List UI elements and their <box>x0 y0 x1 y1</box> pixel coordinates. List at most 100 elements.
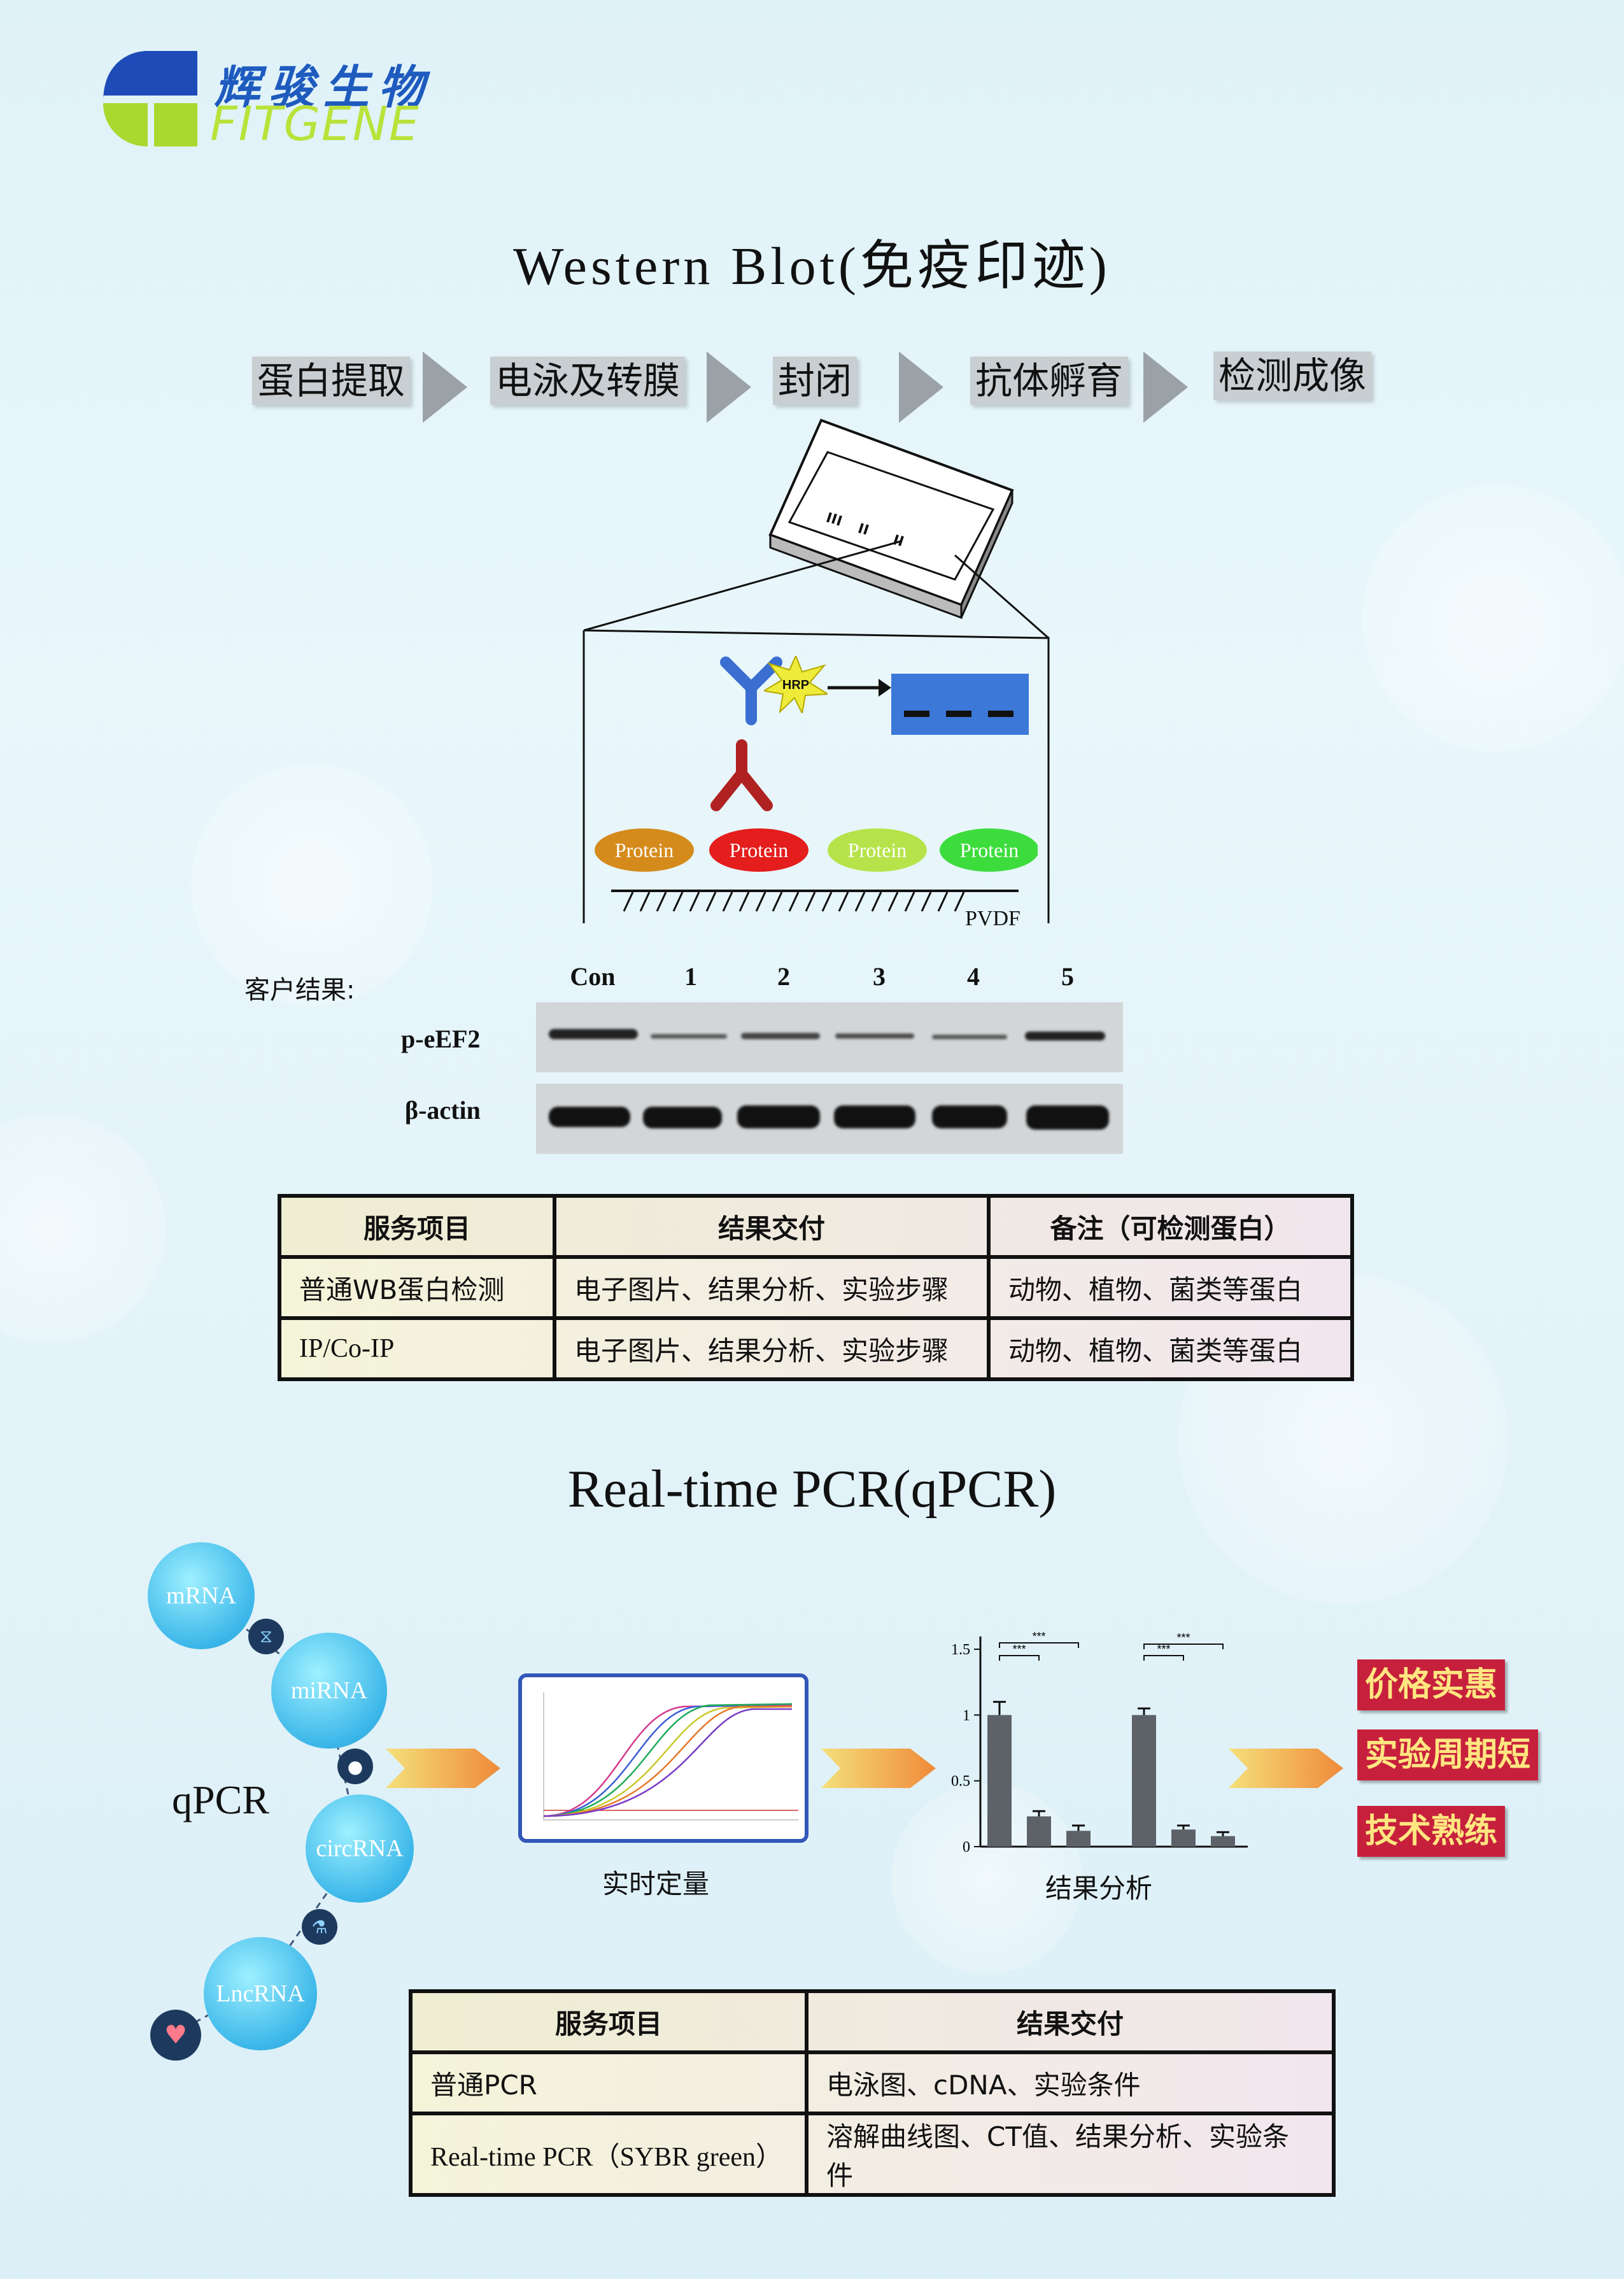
error-bar <box>1072 1824 1085 1831</box>
node-mirna: miRNA <box>271 1633 387 1749</box>
pcr-table-header: 服务项目 <box>409 1989 808 2054</box>
y-tick-label: 0.5 <box>951 1773 970 1790</box>
dna-icon: ⧖ <box>248 1619 284 1654</box>
flow-arrow-icon <box>821 1749 936 1788</box>
qpcr-title: Real-time PCR(qPCR) <box>567 1459 1057 1519</box>
bar <box>1027 1816 1051 1847</box>
pcr-service-table: 服务项目 结果交付 普通PCR 电泳图、cDNA、实验条件 Real-time … <box>409 1989 1336 2197</box>
bar <box>1171 1829 1196 1847</box>
wb-service-table: 服务项目 结果交付 备注（可检测蛋白） 普通WB蛋白检测 电子图片、结果分析、实… <box>278 1194 1354 1381</box>
error-bar <box>1138 1707 1150 1715</box>
caption-realtime-quantification: 实时定量 <box>602 1868 710 1899</box>
table-row: 普通WB蛋白检测 电子图片、结果分析、实验步骤 动物、植物、菌类等蛋白 <box>278 1255 1354 1320</box>
protein-label: Protein <box>960 839 1019 862</box>
customer-result-label: 客户结果: <box>244 976 355 1005</box>
logo-chinese-name: 辉骏生物 <box>214 60 434 114</box>
table-cell: 电子图片、结果分析、实验步骤 <box>553 1316 991 1381</box>
blot-row-label-peef2: p-eEF2 <box>401 1025 481 1053</box>
table-cell: IP/Co-IP <box>278 1316 556 1381</box>
bar <box>1066 1831 1091 1847</box>
significance-bracket <box>1143 1644 1224 1649</box>
hrp-label: HRP <box>782 678 809 692</box>
wb-table-header: 结果交付 <box>553 1194 991 1259</box>
amplification-curve-image <box>518 1673 808 1843</box>
step-arrow-icon <box>899 351 943 423</box>
error-bar <box>1217 1831 1229 1836</box>
error-bar <box>1033 1810 1045 1817</box>
table-row: 普通PCR 电泳图、cDNA、实验条件 <box>409 2050 1336 2115</box>
workflow-step-antibody-incubation: 抗体孵育 <box>970 357 1129 405</box>
lane-label-5: 5 <box>1061 962 1074 991</box>
step-arrow-icon <box>423 351 467 423</box>
bar <box>1211 1836 1235 1847</box>
workflow-step-protein-extraction: 蛋白提取 <box>252 357 411 405</box>
flow-arrow-icon <box>386 1749 500 1788</box>
y-tick-label: 0 <box>963 1839 970 1856</box>
blot-row-label-actin: β-actin <box>405 1096 481 1125</box>
error-bar <box>1177 1824 1190 1830</box>
workflow-step-electrophoresis: 电泳及转膜 <box>490 357 686 405</box>
node-mrna: mRNA <box>148 1542 255 1649</box>
workflow-step-detection-imaging: 检测成像 <box>1213 351 1372 400</box>
wb-table-header: 备注（可检测蛋白） <box>987 1194 1354 1259</box>
logo-english-name: FITGENE <box>210 97 420 152</box>
flask-icon: ⚗ <box>302 1909 337 1945</box>
hrp-star-icon: HRP <box>764 656 828 713</box>
table-cell: 动物、植物、菌类等蛋白 <box>987 1316 1354 1381</box>
badge-skilled-technique: 技术熟练 <box>1357 1806 1506 1857</box>
heart-icon: ♥ <box>150 2010 201 2061</box>
flow-arrow-icon <box>1229 1749 1343 1788</box>
primary-antibody-icon <box>710 739 773 811</box>
caption-result-analysis: 结果分析 <box>1045 1873 1153 1904</box>
pcr-table-header: 结果交付 <box>805 1989 1336 2054</box>
result-bar-chart: 0 0.5 1 1.5 *** *** *** *** <box>951 1630 1248 1856</box>
western-blot-title: Western Blot(免疫印迹) <box>513 237 1111 296</box>
table-cell: 普通WB蛋白检测 <box>278 1255 556 1320</box>
lane-label-4: 4 <box>967 962 980 991</box>
table-cell: 溶解曲线图、CT值、结果分析、实验条件 <box>805 2112 1336 2197</box>
bar <box>1132 1715 1156 1847</box>
significance-bracket <box>999 1655 1040 1661</box>
node-circrna: circRNA <box>306 1794 414 1903</box>
pvdf-label: PVDF <box>965 907 1020 930</box>
blot-panel-actin <box>536 1084 1123 1154</box>
table-cell: 电泳图、cDNA、实验条件 <box>805 2050 1336 2115</box>
table-cell: 电子图片、结果分析、实验步骤 <box>553 1255 991 1320</box>
significance-label: *** <box>1012 1643 1026 1656</box>
workflow-step-blocking: 封闭 <box>773 357 858 405</box>
protein-label: Protein <box>615 839 674 862</box>
blot-panel-peef2 <box>536 1002 1123 1072</box>
protein-row: Protein Protein Protein Protein <box>595 828 1038 872</box>
lane-label-2: 2 <box>777 962 790 991</box>
table-cell: Real-time PCR（SYBR green） <box>409 2112 808 2197</box>
detection-band-panel <box>891 674 1029 735</box>
table-cell: 动物、植物、菌类等蛋白 <box>987 1255 1354 1320</box>
node-lncrna: LncRNA <box>204 1937 317 2050</box>
protein-ellipse <box>595 828 694 872</box>
lane-label-con: Con <box>570 962 616 991</box>
significance-label: *** <box>1157 1643 1170 1656</box>
significance-label: *** <box>1032 1630 1045 1643</box>
table-cell: 普通PCR <box>409 2050 808 2115</box>
reaction-arrow-icon <box>828 679 891 697</box>
step-arrow-icon <box>707 351 751 423</box>
table-row: IP/Co-IP 电子图片、结果分析、实验步骤 动物、植物、菌类等蛋白 <box>278 1316 1354 1381</box>
fitgene-logo-icon <box>103 51 197 146</box>
western-blot-diagram <box>583 418 1050 923</box>
qpcr-center-label: qPCR <box>172 1777 269 1822</box>
badge-affordable-price: 价格实惠 <box>1357 1659 1506 1710</box>
y-tick-label: 1.5 <box>951 1642 970 1658</box>
pvdf-membrane <box>611 890 1019 912</box>
significance-bracket <box>999 1642 1079 1648</box>
table-row: Real-time PCR（SYBR green） 溶解曲线图、CT值、结果分析… <box>409 2112 1336 2197</box>
error-bar <box>993 1701 1006 1715</box>
badge-short-cycle: 实验周期短 <box>1357 1729 1539 1780</box>
bar <box>987 1715 1012 1847</box>
y-tick-label: 1 <box>963 1707 970 1724</box>
protein-label: Protein <box>848 839 907 862</box>
protein-ellipse <box>828 828 927 872</box>
lane-label-1: 1 <box>684 962 697 991</box>
capsule-icon: ● <box>337 1749 373 1784</box>
protein-ellipse <box>709 828 808 872</box>
significance-label: *** <box>1176 1631 1190 1644</box>
